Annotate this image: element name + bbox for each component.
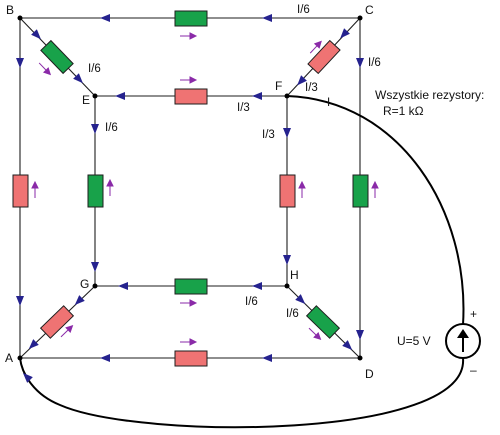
wire-arrow-hd-2: [342, 340, 353, 350]
current-label-f-in: I: [327, 97, 330, 109]
node-h-dot: [284, 283, 290, 289]
current-arrow-ef: [180, 76, 198, 84]
current-label-fe: I/3: [305, 82, 318, 94]
node-label-e: E: [82, 93, 90, 107]
resistor-e-g: [87, 174, 104, 208]
current-arrow-ba: [31, 180, 39, 198]
voltage-source-arrow-icon: [457, 329, 469, 338]
resistor-c-f: [307, 39, 341, 75]
current-label-fh: I/3: [262, 129, 275, 141]
resistor-e-f: [174, 88, 208, 105]
node-label-b: B: [6, 3, 14, 17]
resistor-g-a: [39, 305, 75, 339]
wire-arrow-cf-2: [297, 75, 307, 86]
node-a-dot: [17, 355, 23, 361]
current-arrow-hd: [308, 327, 322, 341]
wire-arrow-ad-right: [262, 354, 272, 362]
source-minus-sign: –: [470, 363, 477, 377]
wire-arrow-gh-left: [118, 282, 128, 290]
wire-arrow-lead-a: [22, 372, 33, 383]
wire-arrow-be-1: [31, 29, 41, 40]
current-label-hg: I/6: [245, 296, 258, 308]
current-arrow-fh: [298, 180, 306, 198]
current-arrow-ga: [60, 324, 74, 338]
wire-arrow-f-down: [283, 128, 291, 138]
wire-arrow-e-down: [91, 124, 99, 134]
resistor-g-h: [174, 278, 208, 295]
resistor-h-d: [305, 305, 341, 339]
resistor-b-e: [40, 39, 74, 75]
node-label-a: A: [5, 351, 13, 365]
node-b-dot: [17, 15, 23, 21]
node-d-dot: [357, 355, 363, 361]
current-arrow-ad: [180, 338, 198, 346]
node-label-c: C: [365, 3, 374, 17]
current-label-eg: I/6: [105, 122, 118, 134]
resistor-f-h: [279, 174, 296, 208]
wire-arrow-hd-1: [295, 294, 306, 304]
resistor-note-line1: Wszystkie rezystory:: [375, 88, 484, 102]
wire-arrow-ga-2: [28, 339, 39, 349]
wire-arrow-ef-right: [252, 92, 262, 100]
source-plus-sign: +: [470, 307, 477, 321]
resistor-b-c: [174, 10, 208, 27]
wire-arrow-gh-right: [252, 282, 262, 290]
resistor-b-a: [12, 174, 29, 208]
node-label-d: D: [365, 367, 374, 381]
node-e-dot: [92, 93, 98, 99]
current-label-ef-right: I/3: [237, 102, 250, 114]
node-f-dot: [284, 93, 290, 99]
lead-f-source: [286, 95, 465, 326]
current-arrow-bc: [180, 32, 198, 40]
wire-arrow-be-2: [73, 73, 83, 84]
node-label-f: F: [275, 79, 282, 93]
wire-arrow-cf-1: [340, 28, 350, 39]
current-label-be: I/6: [88, 63, 101, 75]
lead-source-a: [19, 357, 465, 429]
current-arrow-be: [38, 62, 52, 76]
node-g-dot: [92, 283, 98, 289]
wire-arrow-c-lower: [356, 330, 364, 340]
wire-arrow-ef-left: [115, 92, 125, 100]
resistor-a-d: [174, 350, 208, 367]
source-voltage-label: U=5 V: [397, 334, 431, 348]
wire-arrow-bc-left: [100, 14, 110, 22]
current-label-hd: I/6: [286, 308, 299, 320]
current-label-bc: I/6: [297, 4, 310, 16]
wire-arrow-bc-right: [262, 14, 272, 22]
wire-arrow-b-down: [16, 58, 24, 68]
current-arrow-gh: [180, 299, 198, 307]
current-label-cf: I/6: [368, 57, 381, 69]
wire-arrow-ad-left: [100, 354, 110, 362]
wire-arrow-b-lower: [16, 296, 24, 306]
wire-arrow-ga-1: [74, 295, 85, 305]
current-arrow-cf: [309, 40, 322, 54]
node-c-dot: [357, 15, 363, 21]
current-arrow-cd: [371, 180, 379, 198]
wire-arrow-f-lower: [283, 255, 291, 265]
wire-arrow-e-lower: [91, 262, 99, 272]
node-label-h: H: [290, 268, 299, 282]
wire-arrow-c-down: [356, 58, 364, 68]
node-label-g: G: [80, 277, 89, 291]
resistor-c-d: [352, 174, 369, 208]
current-arrow-eg: [106, 178, 114, 196]
resistor-note-line2: R=1 kΩ: [383, 104, 424, 118]
